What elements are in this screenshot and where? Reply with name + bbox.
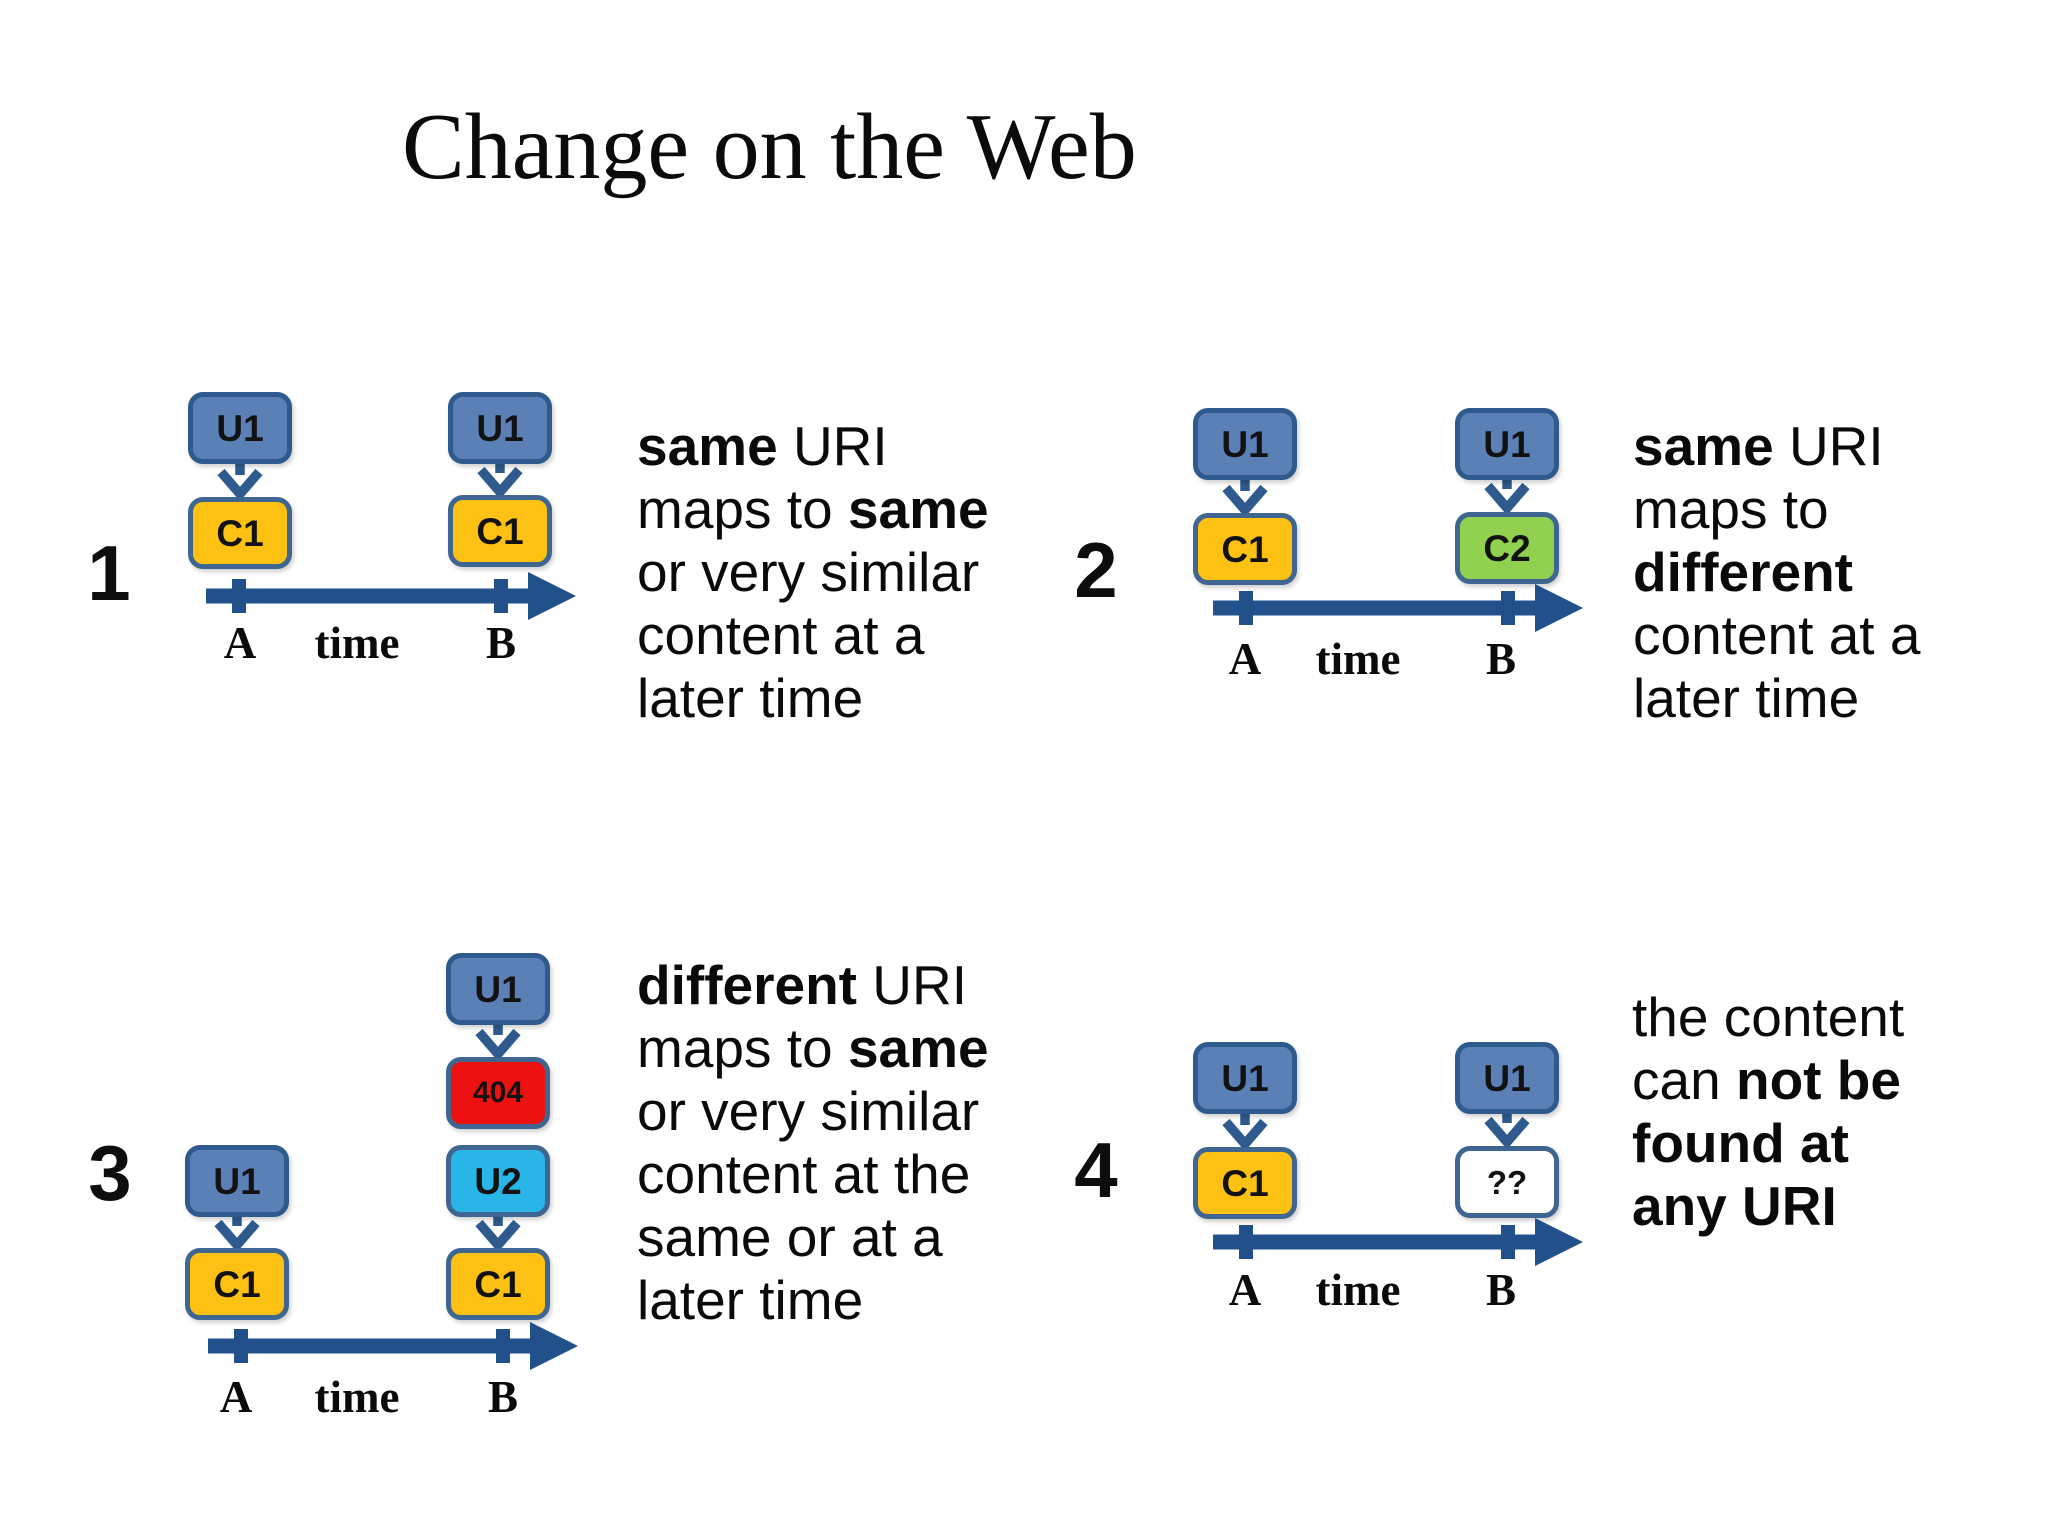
uri-box-label: U1 [1221,423,1269,465]
description-line: can not be [1632,1049,1901,1111]
content-box-label: C1 [1221,1162,1269,1204]
down-arrow-icon [1484,477,1530,513]
down-arrow-icon [475,1214,521,1250]
content-box-label: C1 [213,1263,261,1305]
content-box-label: C1 [474,1263,522,1305]
uri-box: U1 [448,392,552,464]
uri-box-label: U2 [474,1160,522,1202]
timepoint-b-label: B [485,618,516,668]
timepoint-b-label: B [487,1372,518,1422]
timepoint-a-label: A [223,618,257,668]
description-line: later time [637,1269,864,1331]
description-line: maps to [1633,478,1829,540]
uri-box: U1 [1455,1042,1559,1114]
timepoint-a-label: A [1228,634,1262,684]
uri-box: U1 [1193,408,1297,480]
content-box-label: C2 [1483,527,1531,569]
description-line: later time [1633,667,1860,729]
uri-box-label: U1 [1221,1057,1269,1099]
uri-box: U1 [188,392,292,464]
description-line: content at the [637,1143,971,1205]
uri-box-label: U1 [213,1160,261,1202]
missing-content-box: ?? [1455,1146,1559,1218]
description-line: the content [1632,986,1905,1048]
content-box-label: C1 [216,512,264,554]
timeline-arrow-icon [206,572,576,620]
uri-box-label: U1 [474,968,522,1010]
content-box-label: C1 [1221,528,1269,570]
description-line: later time [637,667,864,729]
timeline-arrow-icon [1213,584,1583,632]
description-line: same URI [637,415,888,477]
content-box: C1 [185,1248,289,1320]
description-line: or very similar [637,1080,980,1142]
timepoint-b-label: B [1485,1265,1516,1315]
content-box: C1 [1193,513,1297,585]
content-box: C1 [448,495,552,567]
timepoint-a-label: A [219,1372,253,1422]
scenario-4-number: 4 [1074,1126,1118,1214]
uri-box: U1 [185,1145,289,1217]
description-line: or very similar [637,541,980,603]
description-line: maps to same [637,1017,989,1079]
content-box-label: C1 [476,510,524,552]
time-axis-label: time [314,1372,400,1422]
error-404-label: 404 [472,1076,524,1109]
missing-content-label: ?? [1486,1163,1528,1201]
description-line: any URI [1632,1175,1837,1237]
timepoint-a-label: A [1228,1265,1262,1315]
uri-box: U1 [1193,1042,1297,1114]
scenario-3-number: 3 [88,1129,132,1217]
down-arrow-icon [477,461,523,497]
uri-box-label: U1 [1483,423,1531,465]
time-axis-label: time [1315,1265,1401,1315]
description-line: found at [1632,1112,1849,1174]
uri-box: U2 [446,1145,550,1217]
down-arrow-icon [214,1214,260,1250]
content-box: C1 [188,497,292,569]
description-line: maps to same [637,478,989,540]
description-line: same or at a [637,1206,943,1268]
down-arrow-icon [1222,1113,1268,1149]
down-arrow-icon [475,1023,521,1059]
timeline-arrow-icon [208,1322,578,1370]
uri-box-label: U1 [476,407,524,449]
time-axis-label: time [314,618,400,668]
uri-box-label: U1 [1483,1057,1531,1099]
content-box: C1 [446,1248,550,1320]
slide-title: Change on the Web [402,95,1137,199]
description-line: different [1633,541,1853,603]
timeline-arrow-icon [1213,1218,1583,1266]
changed-content-box: C2 [1455,512,1559,584]
timepoint-b-label: B [1485,634,1516,684]
scenario-2-number: 2 [1074,526,1118,614]
content-box: C1 [1193,1147,1297,1219]
scenario-1-number: 1 [87,529,131,617]
down-arrow-icon [217,463,263,499]
description-line: same URI [1633,415,1884,477]
uri-box-label: U1 [216,407,264,449]
error-404-box: 404 [446,1057,550,1129]
down-arrow-icon [1222,479,1268,515]
description-line: content at a [637,604,925,666]
down-arrow-icon [1484,1111,1530,1147]
uri-box: U1 [446,953,550,1025]
time-axis-label: time [1315,634,1401,684]
uri-box: U1 [1455,408,1559,480]
description-line: different URI [637,954,967,1016]
description-line: content at a [1633,604,1921,666]
